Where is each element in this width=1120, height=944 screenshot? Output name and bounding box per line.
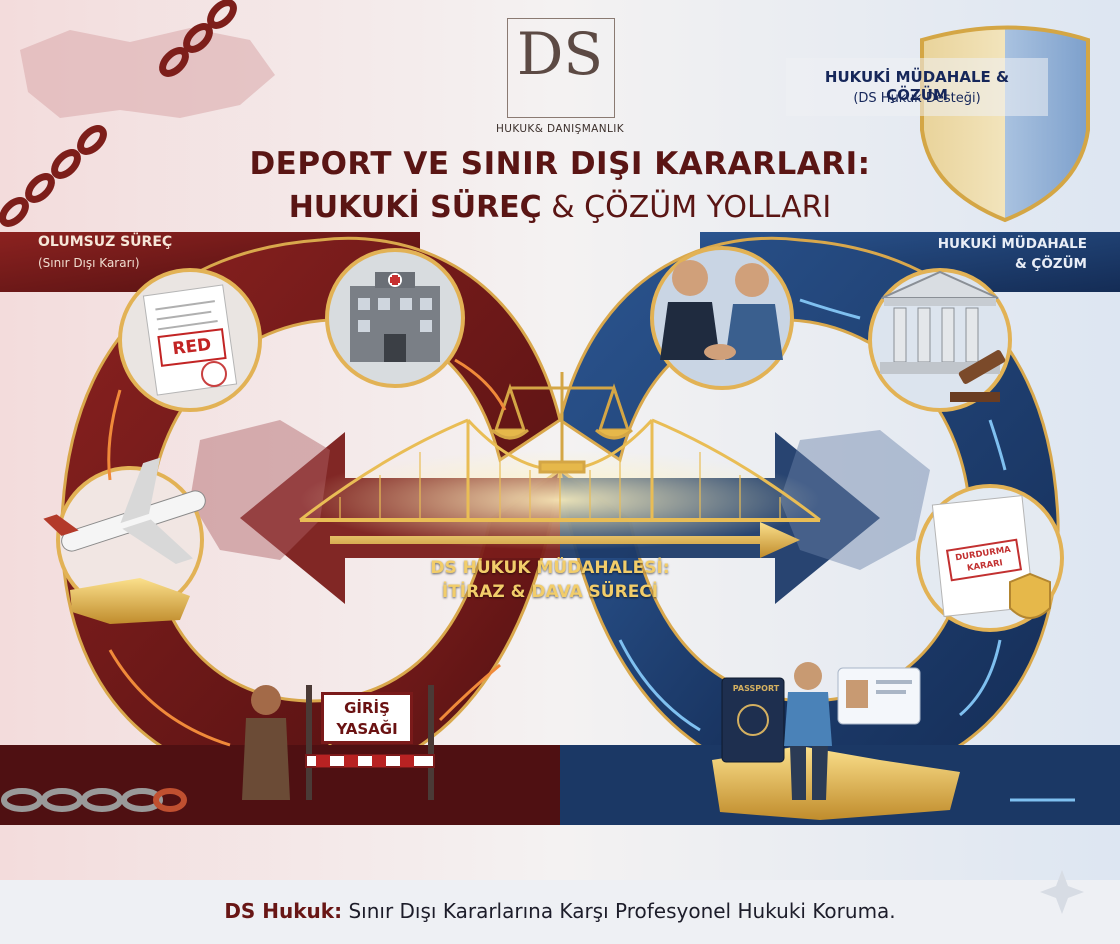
shield-title: HUKUKİ MÜDAHALE & ÇÖZÜM bbox=[824, 68, 1010, 104]
entry-ban-line2: YASAĞI bbox=[336, 720, 398, 738]
logo-frame bbox=[507, 18, 615, 118]
negative-process-subtitle: (Sınır Dışı Kararı) bbox=[38, 256, 140, 270]
positive-title-line2: & ÇÖZÜM bbox=[1014, 256, 1087, 272]
title-line2-bold: HUKUKİ SÜREÇ bbox=[288, 190, 542, 225]
entry-ban-line1: GİRİŞ bbox=[344, 699, 390, 717]
passport-label: PASSPORT bbox=[732, 684, 780, 693]
negative-process-title: OLUMSUZ SÜREÇ bbox=[38, 234, 173, 250]
page-title-line2: HUKUKİ SÜREÇ & ÇÖZÜM YOLLARI bbox=[180, 190, 940, 225]
footer-tagline: DS Hukuk: Sınır Dışı Kararlarına Karşı P… bbox=[0, 899, 1120, 923]
entry-ban-sign: GİRİŞ YASAĞI bbox=[321, 692, 413, 744]
logo-monogram: DS bbox=[516, 20, 604, 88]
positive-process-title: HUKUKİ MÜDAHALE & ÇÖZÜM bbox=[902, 234, 1087, 274]
shield-subtitle: (DS Hukuk Desteği) bbox=[853, 91, 981, 106]
center-line2: İTİRAZ & DAVA SÜRECİ bbox=[441, 582, 659, 602]
footer-text: Sınır Dışı Kararlarına Karşı Profesyonel… bbox=[348, 899, 896, 923]
positive-title-line1: HUKUKİ MÜDAHALE bbox=[937, 236, 1087, 252]
center-intervention-label: DS HUKUK MÜDAHALESİ: İTİRAZ & DAVA SÜREC… bbox=[380, 556, 720, 604]
logo-brand: HUKUK& DANIŞMANLIK bbox=[495, 123, 625, 135]
title-line2-rest: & ÇÖZÜM YOLLARI bbox=[551, 190, 832, 225]
page-title-line1: DEPORT VE SINIR DIŞI KARARLARI: bbox=[249, 146, 871, 182]
center-line1: DS HUKUK MÜDAHALESİ: bbox=[430, 558, 670, 578]
footer-brand: DS Hukuk: bbox=[224, 899, 343, 923]
